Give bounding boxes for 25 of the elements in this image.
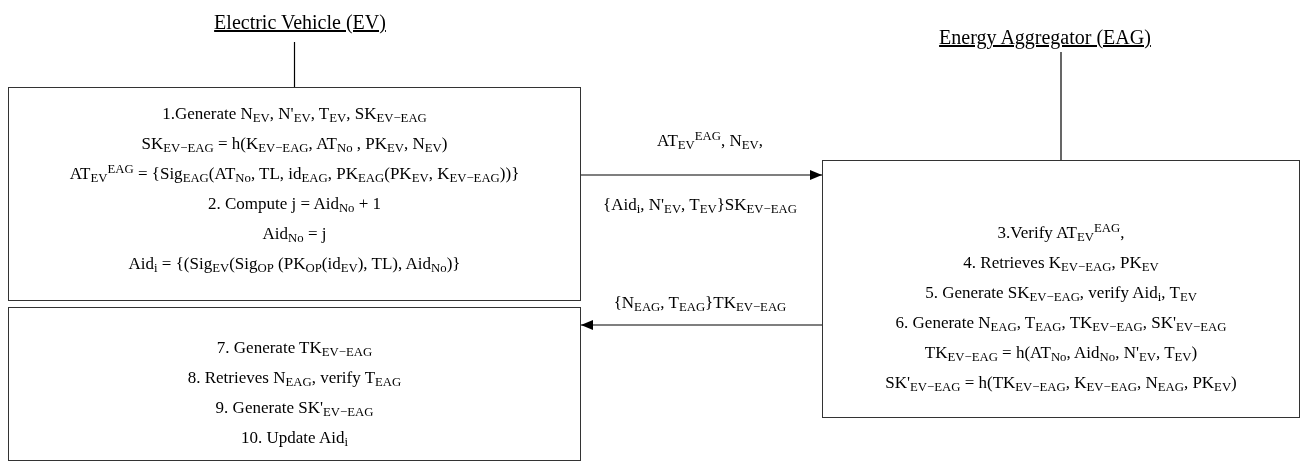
protocol-step: 3.Verify AT$_{EV}$$^{EAG}$, — [997, 219, 1125, 247]
process-box — [822, 160, 1300, 418]
protocol-step: SK$_{EV−EAG}$ = h(K$_{EV−EAG}$, AT$_{No}$ , PK$_{EV}$, N$_{EV}$) — [141, 130, 448, 158]
arrow — [580, 320, 823, 330]
protocol-step: 2. Compute j = Aid$_{No}$ + 1 — [207, 190, 382, 218]
protocol-step: Aid$_{No}$ = j — [262, 220, 327, 248]
protocol-step: TK$_{EV−EAG}$ = h(AT$_{No}$, Aid$_{No}$, N'$_{EV}$, T$_{EV}$) — [924, 339, 1198, 367]
process-box — [8, 87, 581, 301]
protocol-step: 10. Update Aid$_{i}$ — [241, 424, 348, 452]
protocol-step: 1.Generate N$_{EV}$, N'$_{EV}$, T$_{EV}$, SK$_{EV−EAG}$ — [162, 100, 427, 128]
connector-line — [1060, 51, 1062, 161]
arrow — [580, 170, 823, 180]
protocol-step: Aid$_{i}$ = {(Sig$_{EV}$(Sig$_{OP}$ (PK$_{OP}$(id$_{EV}$), TL), Aid$_{No}$)} — [128, 250, 461, 278]
connector-line — [293, 41, 296, 88]
lane-heading: Electric Vehicle (EV) — [214, 10, 386, 36]
protocol-step: AT$_{EV}$$^{EAG}$ = {Sig$_{EAG}$(AT$_{No}$, TL, id$_{EAG}$, PK$_{EAG}$(PK$_{EV}$, K$_{EV−EAG}$))} — [69, 160, 520, 188]
protocol-step: 6. Generate N$_{EAG}$, T$_{EAG}$, TK$_{EV−EAG}$, SK'$_{EV−EAG}$ — [895, 309, 1227, 337]
lane-heading: Energy Aggregator (EAG) — [939, 25, 1151, 51]
protocol-step: SK'$_{EV−EAG}$ = h(TK$_{EV−EAG}$, K$_{EV−EAG}$, N$_{EAG}$, PK$_{EV}$) — [885, 369, 1237, 397]
process-box — [8, 307, 581, 461]
protocol-step: 5. Generate SK$_{EV−EAG}$, verify Aid$_{i}$, T$_{EV}$ — [925, 279, 1197, 307]
protocol-step: 8. Retrieves N$_{EAG}$, verify T$_{EAG}$ — [187, 364, 402, 392]
protocol-step: 9. Generate SK'$_{EV−EAG}$ — [215, 394, 374, 422]
protocol-step: 4. Retrieves K$_{EV−EAG}$, PK$_{EV}$ — [963, 249, 1159, 277]
protocol-step: 7. Generate TK$_{EV−EAG}$ — [216, 334, 373, 362]
